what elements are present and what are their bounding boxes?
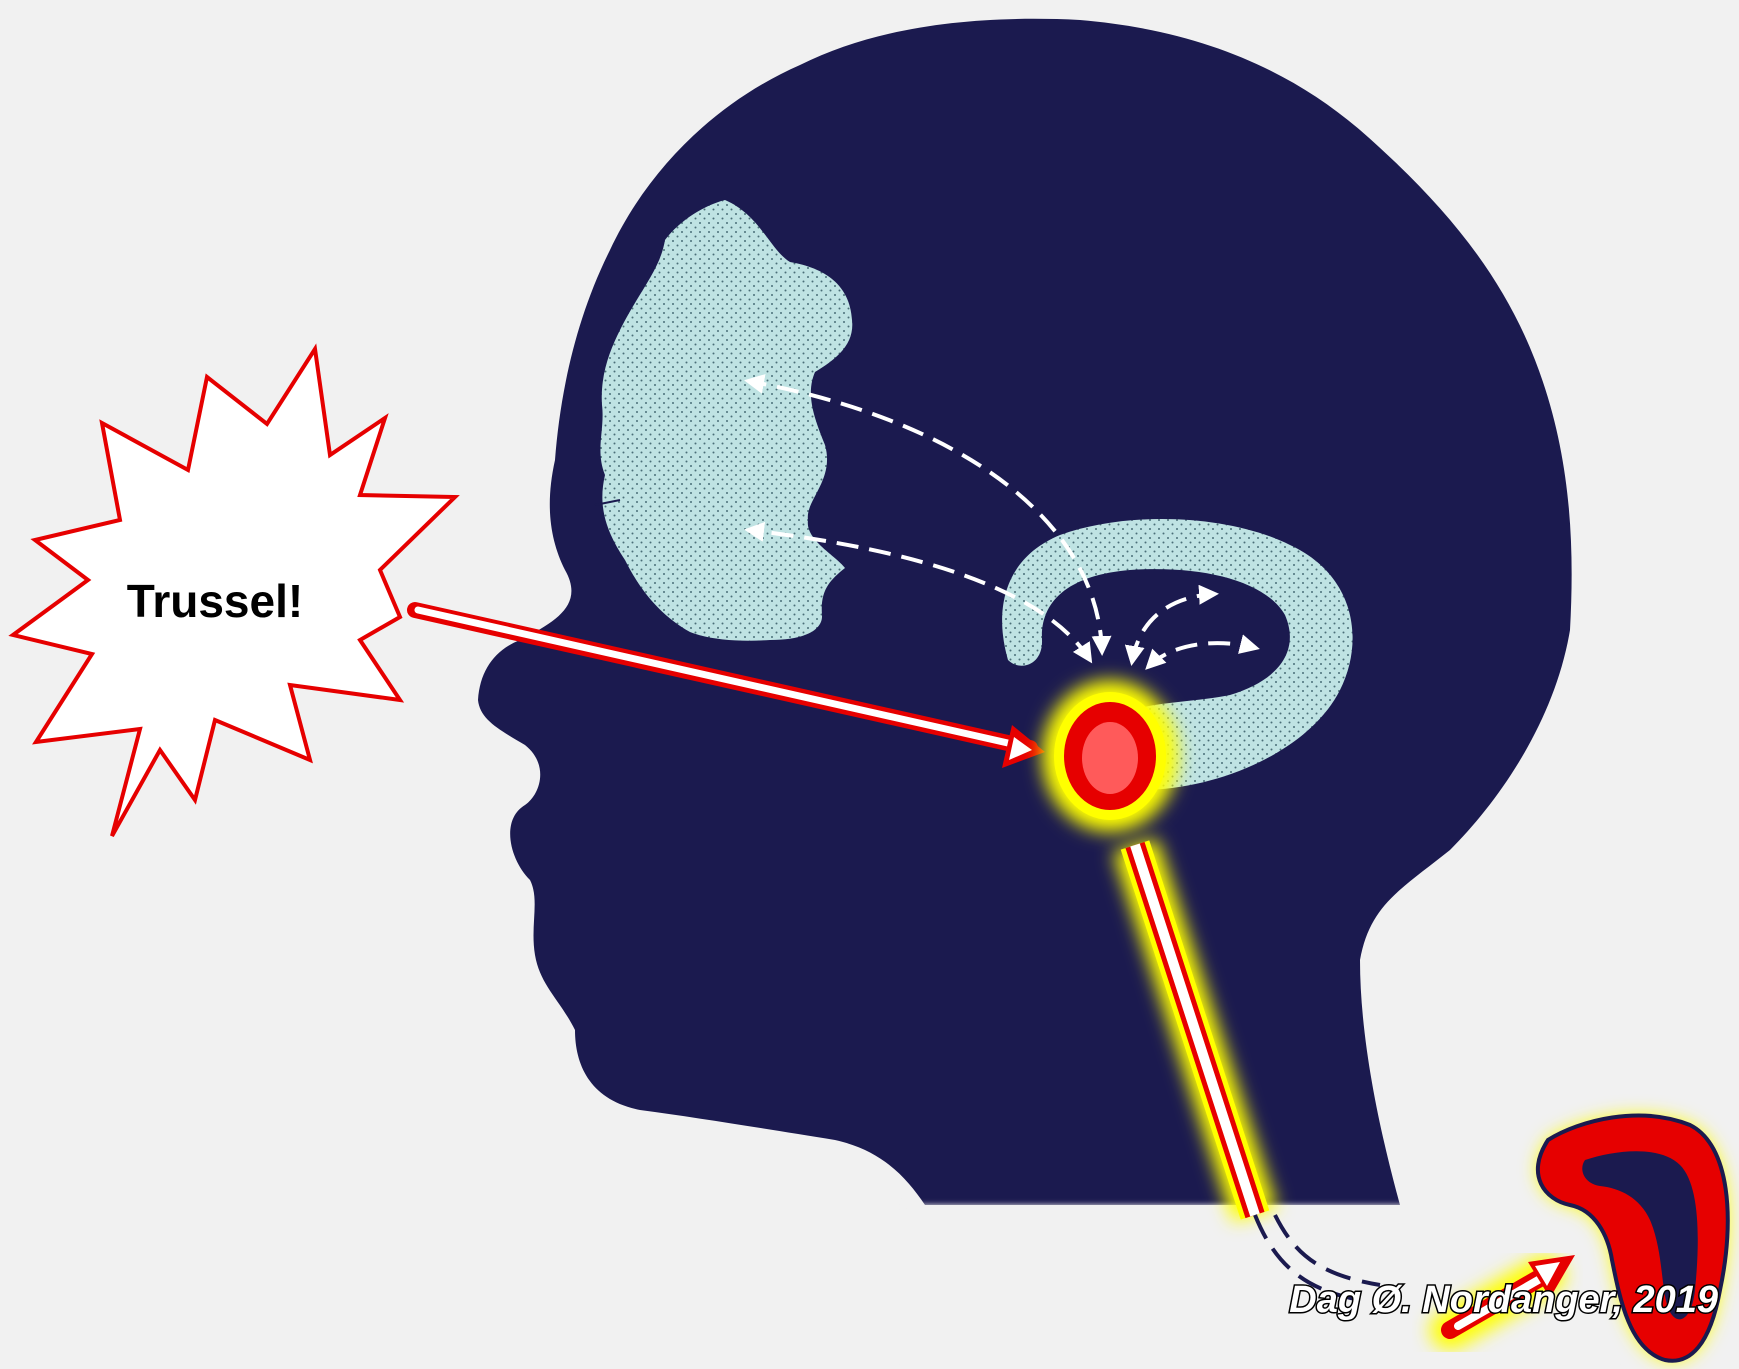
amygdala — [1042, 680, 1178, 832]
threat-label: Trussel! — [127, 575, 303, 627]
credit-text: Dag Ø. Nordanger, 2019 — [1289, 1279, 1718, 1321]
